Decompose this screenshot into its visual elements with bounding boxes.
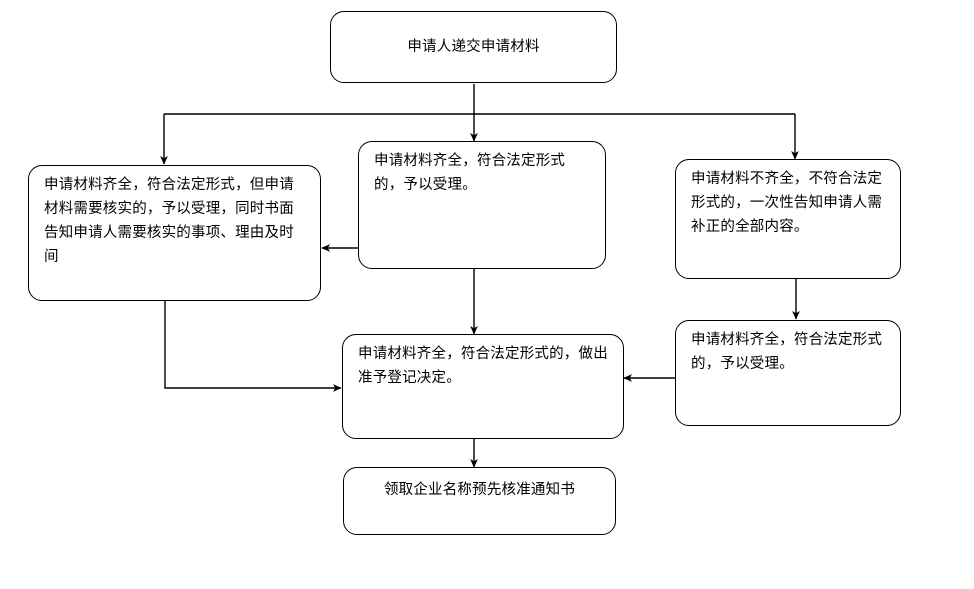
node-submit-application-label: 申请人递交申请材料 [407, 39, 540, 55]
node-collect-notice-label: 领取企业名称预先核准通知书 [383, 482, 576, 498]
node-verify-needed[interactable]: 申请材料齐全，符合法定形式，但申请材料需要核实的，予以受理，同时书面告知申请人需… [28, 165, 321, 301]
node-submit-application[interactable]: 申请人递交申请材料 [330, 11, 617, 83]
node-accept-complete-label: 申请材料齐全，符合法定形式的，予以受理。 [374, 153, 566, 193]
node-incomplete-notify-label: 申请材料不齐全，不符合法定形式的，一次性告知申请人需补正的全部内容。 [691, 171, 883, 235]
node-incomplete-notify[interactable]: 申请材料不齐全，不符合法定形式的，一次性告知申请人需补正的全部内容。 [675, 159, 901, 279]
node-approve-registration[interactable]: 申请材料齐全，符合法定形式的，做出准予登记决定。 [342, 334, 624, 439]
edge-verify-needed-to-approve [164, 300, 342, 392]
node-collect-notice[interactable]: 领取企业名称预先核准通知书 [343, 467, 616, 535]
node-accept-after-fix-label: 申请材料齐全，符合法定形式的，予以受理。 [691, 332, 883, 372]
node-approve-registration-label: 申请材料齐全，符合法定形式的，做出准予登记决定。 [358, 346, 608, 386]
node-accept-complete[interactable]: 申请材料齐全，符合法定形式的，予以受理。 [358, 141, 606, 269]
node-verify-needed-label: 申请材料齐全，符合法定形式，但申请材料需要核实的，予以受理，同时书面告知申请人需… [44, 177, 294, 265]
node-accept-after-fix[interactable]: 申请材料齐全，符合法定形式的，予以受理。 [675, 320, 901, 426]
